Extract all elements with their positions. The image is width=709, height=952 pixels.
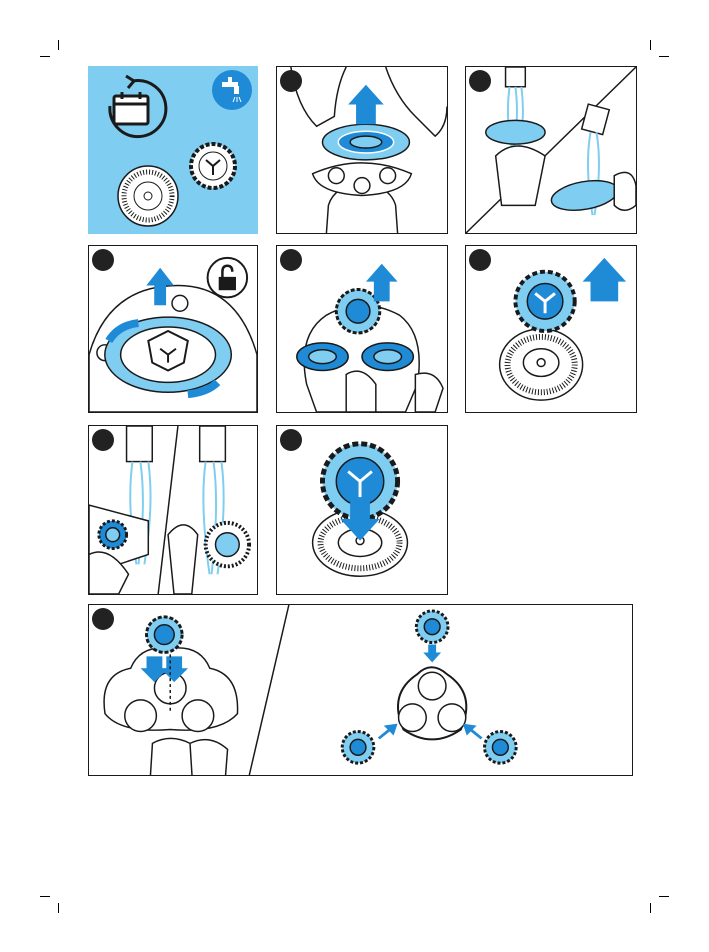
calendar-cycle-icon <box>110 76 166 137</box>
rinse-unit-illustration <box>466 67 636 233</box>
rinse-parts-illustration <box>89 426 257 594</box>
panel-step-unlock-ring <box>88 245 258 413</box>
cleaning-interval-illustration <box>88 66 258 234</box>
crop-mark-tl-h <box>40 56 50 57</box>
step-badge <box>469 249 491 271</box>
step-badge <box>280 249 302 271</box>
crop-mark-br-h <box>659 896 669 897</box>
panel-step-reassemble <box>276 425 448 595</box>
step-badge <box>280 70 302 92</box>
step-badge <box>280 429 302 451</box>
panel-step-reinsert-cutters <box>88 604 633 776</box>
step-badge <box>92 608 114 630</box>
crop-mark-bl-h <box>40 896 50 897</box>
cutter-icon <box>191 144 235 188</box>
crop-mark-br-v <box>650 903 651 913</box>
reassemble-illustration <box>277 426 447 594</box>
unlock-ring-illustration <box>89 246 257 412</box>
step-badge <box>92 249 114 271</box>
panel-cleaning-interval <box>88 66 258 234</box>
panel-step-rinse-parts <box>88 425 258 595</box>
panel-step-remove-cutters <box>276 245 448 413</box>
step-badge <box>469 70 491 92</box>
crop-mark-bl-v <box>58 903 59 913</box>
lift-unit-illustration <box>277 67 447 233</box>
panel-step-rinse-unit <box>465 66 637 234</box>
step-badge <box>92 429 114 451</box>
panel-step-separate-cutter <box>465 245 637 413</box>
crop-mark-tr-v <box>650 40 651 50</box>
unlock-icon <box>208 258 248 298</box>
reinsert-cutters-illustration <box>89 605 632 775</box>
remove-cutters-illustration <box>277 246 447 412</box>
crop-mark-tr-h <box>659 56 669 57</box>
panel-step-lift-unit <box>276 66 448 234</box>
tap-water-icon <box>212 70 252 110</box>
cutter-guard-icon <box>118 166 178 226</box>
separate-cutter-illustration <box>466 246 636 412</box>
crop-mark-tl-v <box>58 40 59 50</box>
